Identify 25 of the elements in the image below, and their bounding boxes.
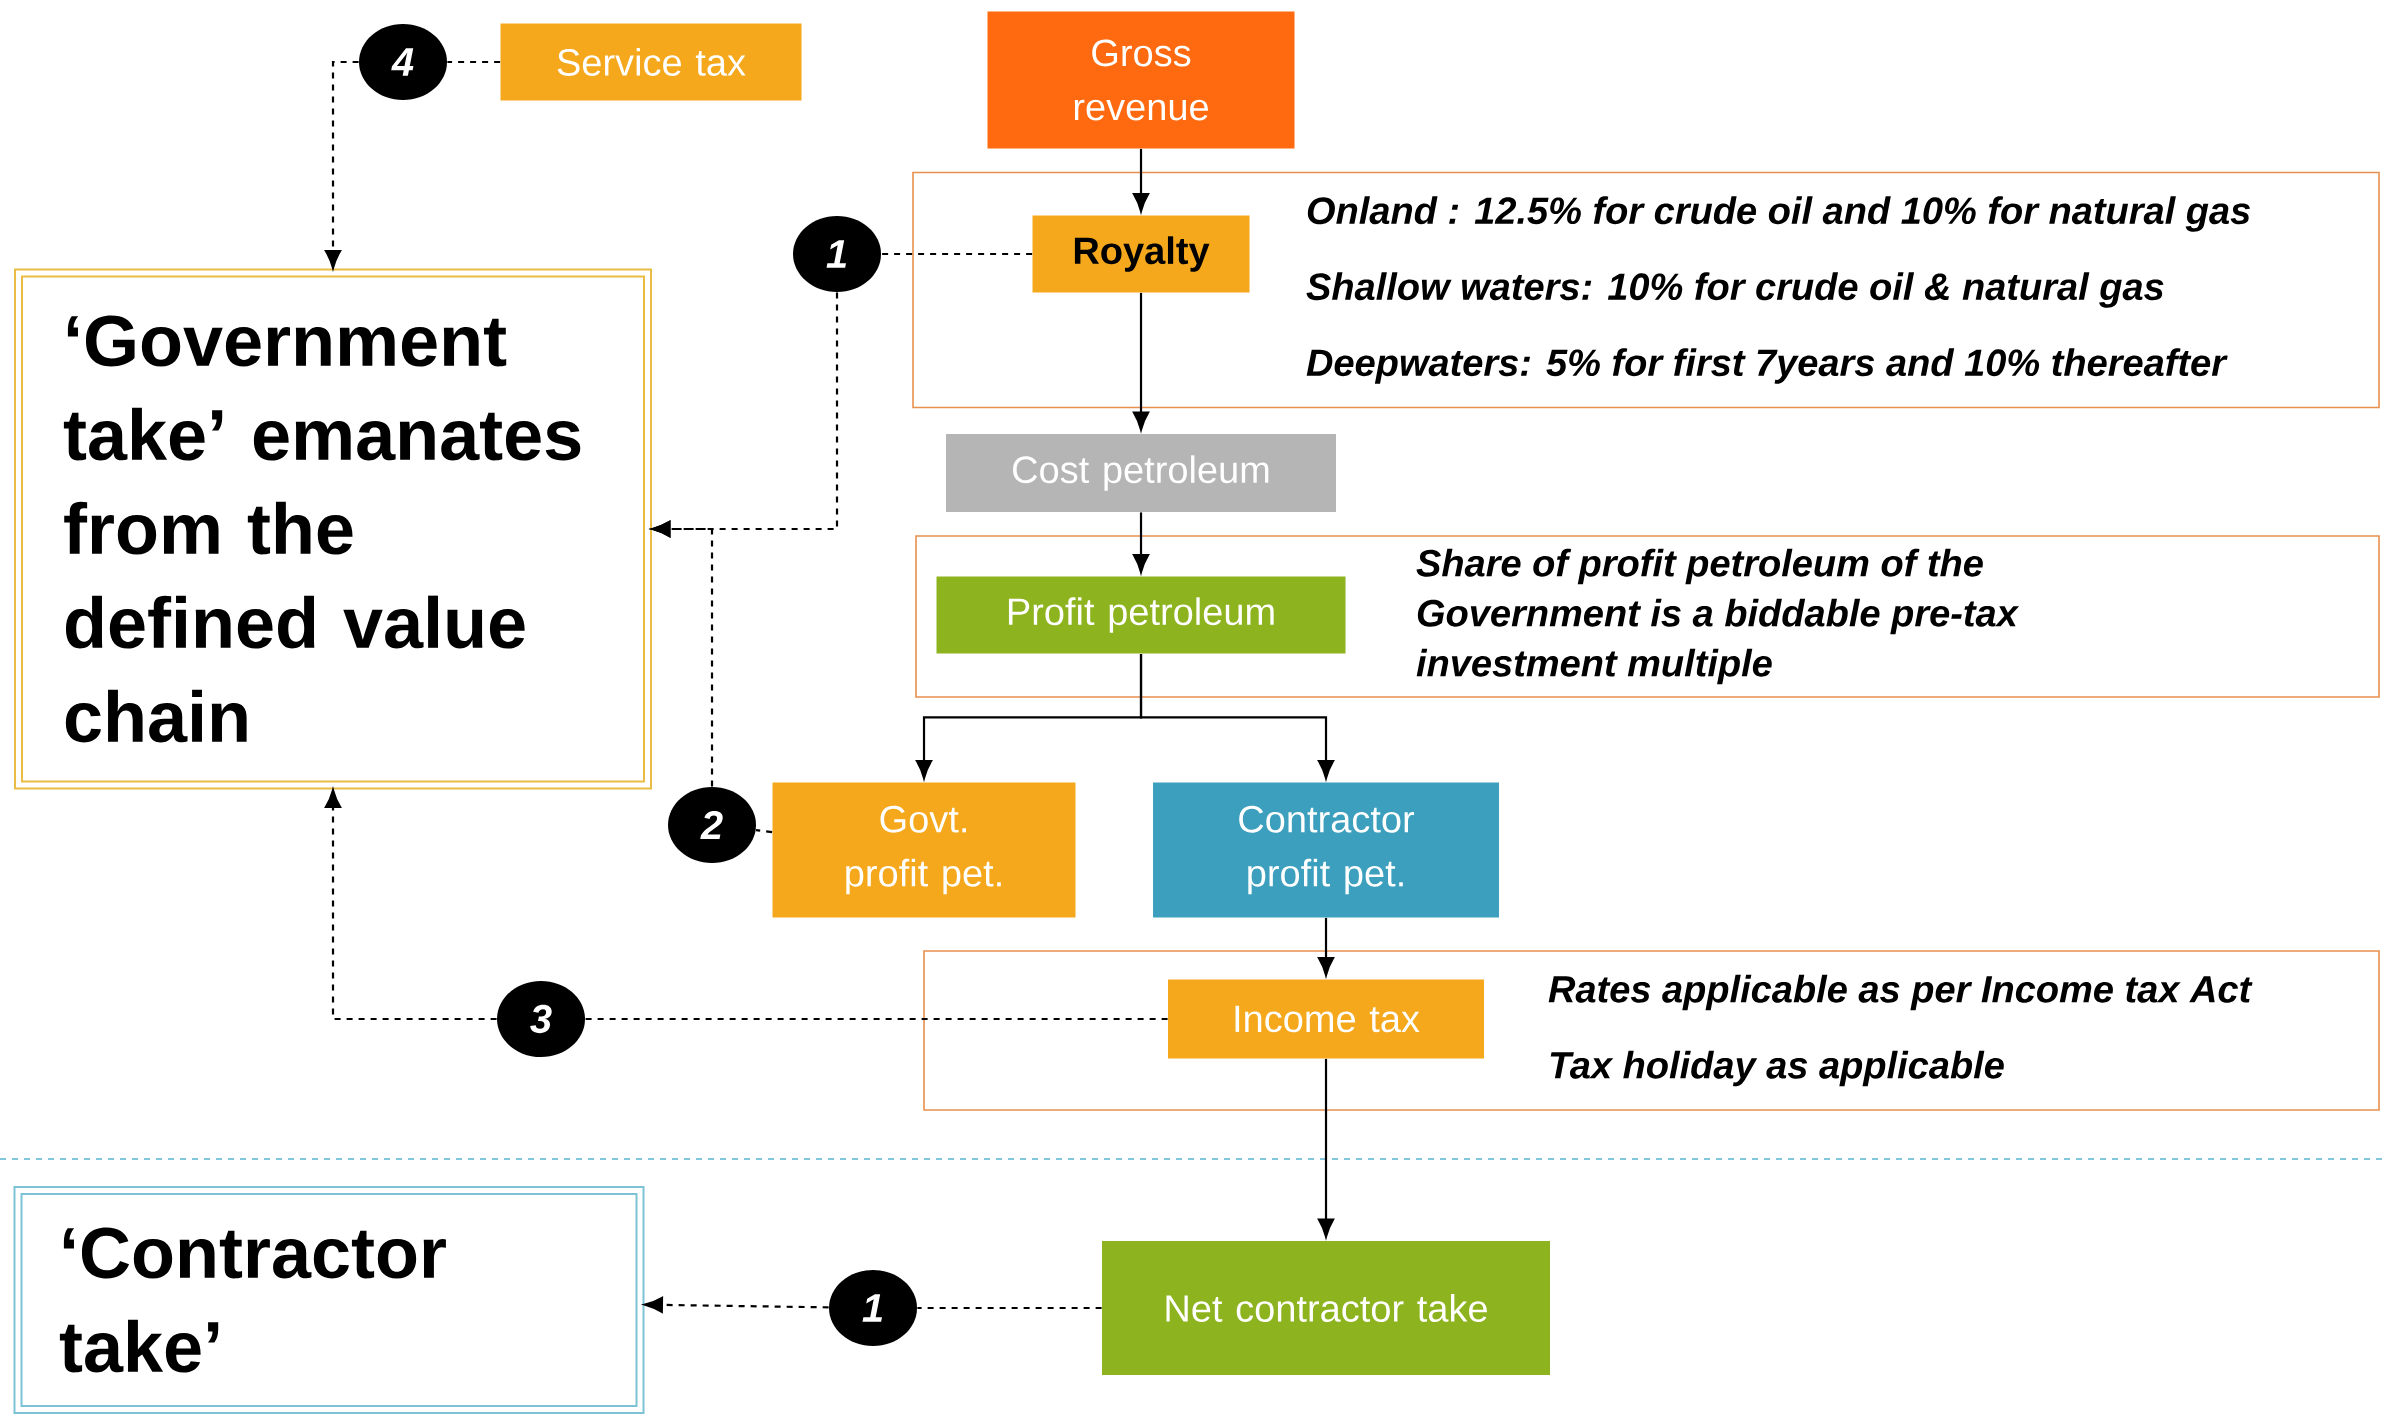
take-box: ‘Government take’ emanates from the defined value chain	[14, 268, 652, 790]
process-box: Profit petroleum	[936, 576, 1346, 654]
connector-line	[585, 1017, 1168, 1021]
process-box: Gross revenue	[987, 11, 1295, 149]
connector-line	[881, 252, 1033, 256]
process-box: Income tax	[1168, 979, 1484, 1059]
process-box: Service tax	[500, 23, 802, 101]
connector-line	[917, 1306, 1102, 1310]
arrow	[1317, 1058, 1335, 1238]
arrow	[324, 789, 497, 1021]
process-box: Govt. profit pet.	[772, 782, 1076, 918]
process-box: Contractor profit pet.	[1153, 782, 1499, 918]
take-box: ‘Contractor take’	[13, 1186, 645, 1414]
arrow	[1132, 148, 1150, 213]
connector-line	[447, 60, 501, 64]
arrow	[651, 520, 714, 787]
arrow	[1132, 512, 1150, 574]
process-box: Cost petroleum	[946, 434, 1336, 512]
arrow	[1132, 292, 1150, 431]
process-box: Royalty	[1032, 215, 1250, 293]
arrow	[324, 60, 359, 269]
connector-line	[755, 829, 773, 834]
process-box: Net contractor take	[1102, 1241, 1550, 1375]
arrow	[1139, 653, 1335, 780]
arrow	[1317, 917, 1335, 977]
